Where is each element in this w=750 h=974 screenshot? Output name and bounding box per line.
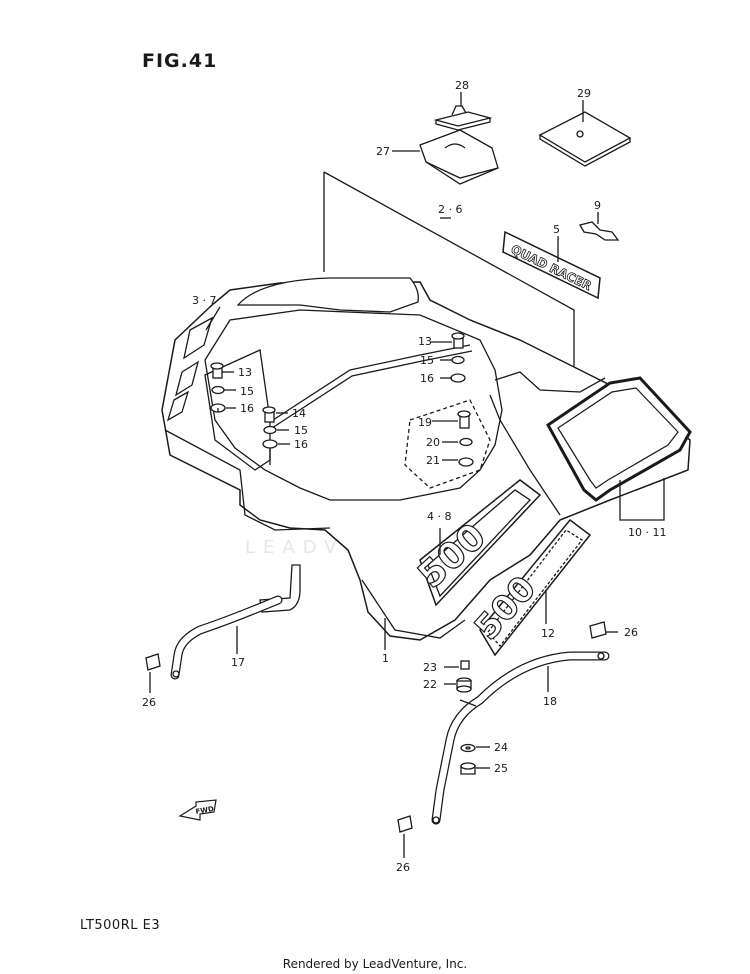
callout-16-left: 16 bbox=[240, 402, 254, 415]
callout-15-center: 15 bbox=[294, 424, 308, 437]
callout-26-left: 26 bbox=[142, 696, 156, 709]
callout-29: 29 bbox=[577, 87, 591, 100]
callout-15-left: 15 bbox=[240, 385, 254, 398]
part-10-11-seal bbox=[546, 376, 692, 502]
part-18-grab-bar bbox=[431, 651, 610, 825]
part-28-plate bbox=[433, 105, 493, 131]
footer-credit: Rendered by LeadVenture, Inc. bbox=[282, 957, 468, 971]
callout-18: 18 bbox=[543, 695, 557, 708]
part-26-cap-right bbox=[589, 621, 607, 639]
callout-13-left: 13 bbox=[238, 366, 252, 379]
callout-20: 20 bbox=[426, 436, 440, 449]
callout-15-right: 15 bbox=[420, 354, 434, 367]
callout-28: 28 bbox=[455, 79, 469, 92]
callout-25: 25 bbox=[494, 762, 508, 775]
fwd-label: FWD bbox=[195, 805, 215, 816]
callout-17: 17 bbox=[231, 656, 245, 669]
callout-22: 22 bbox=[423, 678, 437, 691]
part-26-cap-bottom bbox=[397, 815, 413, 833]
callout-5: 5 bbox=[553, 223, 560, 236]
part-26-cap-left bbox=[145, 653, 161, 671]
part-5-quad-racer-emblem: QUAD RACER bbox=[502, 230, 601, 300]
callout-19: 19 bbox=[418, 416, 432, 429]
callout-27: 27 bbox=[376, 145, 390, 158]
part-29-pad bbox=[538, 111, 632, 167]
callout-21: 21 bbox=[426, 454, 440, 467]
callout-13-right: 13 bbox=[418, 335, 432, 348]
callout-2-6: 2 · 6 bbox=[438, 203, 463, 216]
part-17-grab-bar bbox=[170, 564, 301, 680]
part-9-strip bbox=[579, 221, 620, 241]
callout-24: 24 bbox=[494, 741, 508, 754]
callout-26-right: 26 bbox=[624, 626, 638, 639]
hardware-left-13-15-16 bbox=[210, 362, 226, 413]
figure-title: FIG.41 bbox=[142, 50, 218, 72]
part-1-rear-fender bbox=[161, 277, 691, 641]
fwd-arrow-icon: FWD bbox=[178, 799, 217, 821]
callout-9: 9 bbox=[594, 199, 601, 212]
emblem-text: QUAD RACER bbox=[509, 242, 594, 293]
callout-1: 1 bbox=[382, 652, 389, 665]
callout-4-8: 4 · 8 bbox=[427, 510, 452, 523]
part-23-pin bbox=[460, 660, 470, 670]
part-27-cover bbox=[419, 129, 499, 185]
model-code: LT500RL E3 bbox=[80, 918, 161, 933]
part-24-washer bbox=[460, 743, 476, 753]
callout-23: 23 bbox=[423, 661, 437, 674]
callout-12: 12 bbox=[541, 627, 555, 640]
hardware-center-14-15-16 bbox=[262, 406, 278, 465]
callout-16-right: 16 bbox=[420, 372, 434, 385]
callout-10-11: 10 · 11 bbox=[628, 526, 666, 539]
callout-26-bottom: 26 bbox=[396, 861, 410, 874]
callout-3-7: 3 · 7 bbox=[192, 294, 217, 307]
hardware-right-19-20-21 bbox=[457, 410, 474, 467]
callout-16-center: 16 bbox=[294, 438, 308, 451]
part-25-nut bbox=[460, 762, 476, 775]
part-22-grommet bbox=[456, 677, 472, 693]
callout-14: 14 bbox=[292, 407, 306, 420]
